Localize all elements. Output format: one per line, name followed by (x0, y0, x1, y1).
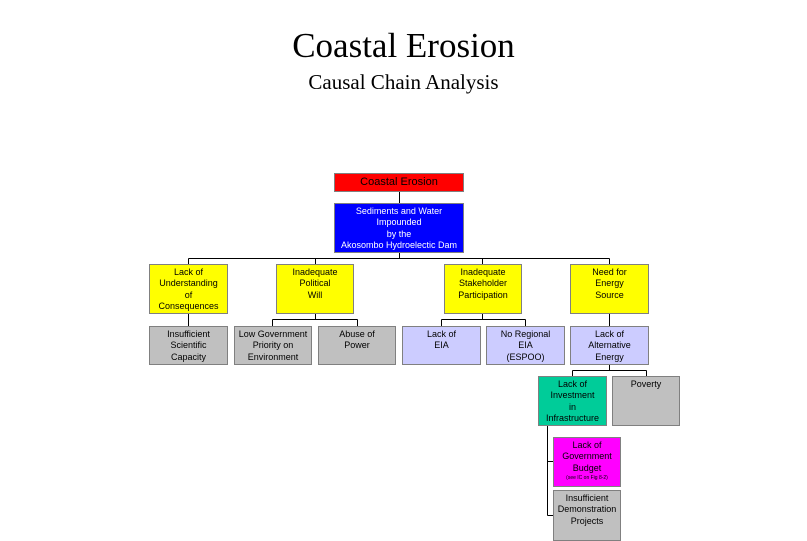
node-label: Understanding (159, 278, 218, 289)
node-label: Energy (595, 351, 624, 362)
node-lack-of-alternative-energy: Lack of Alternative Energy (570, 326, 649, 365)
node-label: Consequences (158, 300, 219, 311)
slide-subtitle: Causal Chain Analysis (308, 70, 499, 94)
node-label: Coastal Erosion (360, 176, 438, 188)
node-label: EIA (434, 340, 449, 351)
node-label: Inadequate (460, 267, 506, 277)
node-label: Scientific (170, 340, 207, 351)
node-label: Government (562, 451, 612, 462)
node-no-regional-eia: No Regional EIA (ESPOO) (486, 326, 565, 365)
node-coastal-erosion: Coastal Erosion (334, 173, 464, 192)
node-label: Poverty (630, 379, 662, 389)
node-label: Sediments and Water (355, 206, 443, 216)
node-label: Investment (550, 390, 595, 401)
node-label: Need for (592, 267, 627, 277)
node-label: Will (307, 289, 323, 300)
node-lack-of-investment: Lack of Investment in Infrastructure (538, 376, 607, 426)
node-label: Inadequate (292, 267, 338, 277)
node-insufficient-demonstration-projects: Insufficient Demonstration Projects (553, 490, 621, 541)
node-label: Energy (595, 278, 624, 289)
node-label: Environment (247, 351, 299, 362)
node-low-government-priority: Low Government Priority on Environment (234, 326, 312, 365)
node-label: Political (299, 278, 331, 289)
node-label: EIA (518, 340, 533, 351)
node-inadequate-stakeholder-participation: Inadequate Stakeholder Participation (444, 264, 522, 314)
node-sediments-impounded: Sediments and Water Impounded by the Ako… (334, 203, 464, 253)
node-label: Infrastructure (545, 412, 600, 423)
node-label: Low Government (238, 329, 308, 339)
node-label: Source (595, 289, 624, 300)
node-label: Lack of (594, 329, 625, 339)
node-label: Capacity (170, 351, 206, 362)
node-label: by the (386, 228, 412, 239)
node-label: Projects (570, 515, 604, 526)
node-label: Lack of (557, 379, 588, 389)
node-label: Power (344, 340, 370, 351)
node-label: Abuse of (339, 329, 375, 339)
node-label: Insufficient (565, 493, 609, 503)
node-poverty: Poverty (612, 376, 680, 426)
node-lack-of-understanding: Lack of Understanding of Consequences (149, 264, 228, 314)
node-label: Priority on (252, 340, 294, 351)
node-need-for-energy-source: Need for Energy Source (570, 264, 649, 314)
node-label: Participation (458, 289, 508, 300)
node-inadequate-political-will: Inadequate Political Will (276, 264, 354, 314)
node-label: Stakeholder (458, 278, 508, 289)
node-label: Demonstration (557, 504, 617, 515)
node-label: Lack of (572, 440, 602, 450)
node-lack-of-eia: Lack of EIA (402, 326, 481, 365)
node-insufficient-scientific-capacity: Insufficient Scientific Capacity (149, 326, 228, 365)
node-label: Lack of (426, 329, 457, 339)
node-note: (see IC on Fig 8-2) (566, 474, 608, 481)
node-lack-of-government-budget: Lack of Government Budget (see IC on Fig… (553, 437, 621, 487)
node-label: Impounded (376, 217, 422, 228)
node-label: of (184, 289, 193, 300)
node-label: in (568, 401, 576, 412)
node-label: Insufficient (167, 329, 210, 339)
node-abuse-of-power: Abuse of Power (318, 326, 396, 365)
node-label: No Regional (500, 329, 551, 339)
node-label: Budget (572, 462, 602, 473)
node-label: Alternative (588, 340, 631, 351)
node-label: Lack of (173, 267, 204, 277)
node-label: Akosombo Hydroelectic Dam (340, 239, 458, 250)
node-label: (ESPOO) (506, 351, 545, 362)
slide-title: Coastal Erosion (292, 26, 515, 65)
